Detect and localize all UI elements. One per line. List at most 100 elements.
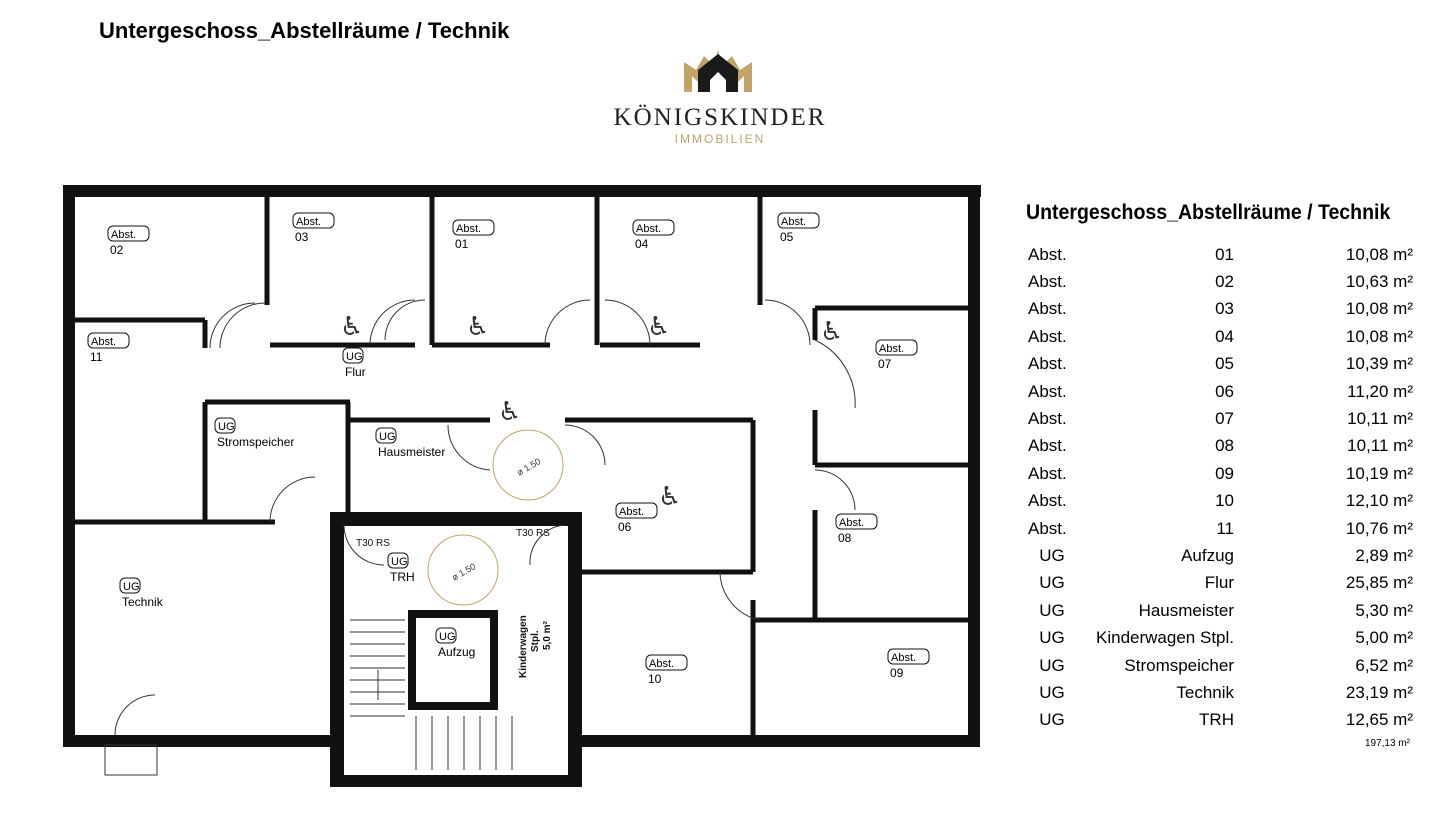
outer-walls bbox=[63, 185, 981, 747]
room-label: Abst.05 bbox=[777, 212, 820, 244]
wheelchair-icon: ♿ bbox=[658, 482, 681, 512]
room-name: 02 bbox=[110, 243, 124, 257]
room-type: UG bbox=[1039, 600, 1065, 620]
room-type: Abst. bbox=[1028, 381, 1067, 401]
room-number: 08 bbox=[1215, 436, 1234, 456]
room-tag-box bbox=[387, 552, 409, 569]
room-area: 25,85 m² bbox=[1345, 573, 1413, 593]
room-number: 11 bbox=[1216, 518, 1234, 538]
room-tag-box bbox=[777, 212, 820, 229]
room-name: 10 bbox=[648, 672, 662, 686]
room-label: Abst.02 bbox=[107, 225, 150, 257]
room-type: UG bbox=[1039, 628, 1065, 648]
wheelchair-icon: ♿ bbox=[820, 317, 843, 347]
room-type: UG bbox=[1039, 710, 1065, 730]
room-type: Abst. bbox=[1028, 518, 1067, 538]
room-area: 10,11 m² bbox=[1347, 436, 1413, 456]
table-row: Abst. 11 10,76 m² bbox=[1028, 515, 1413, 542]
room-name: 11 bbox=[90, 350, 103, 364]
room-label: Abst. 09 bbox=[887, 648, 930, 680]
room-number: Kinderwagen Stpl. bbox=[1096, 628, 1234, 648]
room-area: 11,20 m² bbox=[1347, 381, 1413, 401]
wheelchair-icon: ♿ bbox=[466, 312, 489, 342]
room-area: 5,30 m² bbox=[1355, 600, 1413, 620]
room-name: 07 bbox=[878, 357, 892, 371]
room-label: Abst. 10 bbox=[645, 654, 688, 686]
room-type: UG bbox=[1039, 682, 1065, 702]
room-tag-box bbox=[835, 513, 878, 530]
room-area: 10,08 m² bbox=[1345, 244, 1413, 264]
room-type: Abst. bbox=[1028, 354, 1067, 374]
room-name: Flur bbox=[345, 365, 366, 379]
table-row: Abst. 01 10,08 m² bbox=[1028, 241, 1413, 268]
room-name: Hausmeister bbox=[378, 445, 445, 459]
room-tag: Abst. bbox=[636, 223, 661, 235]
room-tag-box bbox=[452, 219, 495, 236]
logo-name: KÖNIGSKINDER bbox=[613, 104, 827, 131]
room-tag: Abst. bbox=[649, 658, 674, 670]
room-name: 01 bbox=[455, 237, 469, 251]
room-number: 01 bbox=[1215, 244, 1234, 264]
room-tag: UG bbox=[123, 581, 140, 593]
room-area: 23,19 m² bbox=[1345, 682, 1413, 702]
room-area: 10,08 m² bbox=[1345, 326, 1413, 346]
room-area: 10,39 m² bbox=[1345, 354, 1413, 374]
total-area: 197,13 m² bbox=[1364, 738, 1410, 749]
room-number: 06 bbox=[1215, 381, 1234, 401]
room-tag-box bbox=[887, 648, 930, 665]
room-tag-box bbox=[214, 417, 236, 434]
room-type: Abst. bbox=[1028, 463, 1067, 483]
turn-circle-label: ø 1.50 bbox=[515, 456, 542, 477]
room-label: Abst.03 bbox=[292, 212, 335, 244]
room-name: 04 bbox=[635, 237, 649, 251]
room-tag: UG bbox=[439, 631, 456, 643]
floor-plan: ♿ ♿ ♿ ♿ ♿ ♿ Abst.02Abst.03Abst.01Abst.04… bbox=[63, 185, 981, 787]
page-title: Untergeschoss_Abstellräume / Technik bbox=[99, 18, 510, 43]
room-type: Abst. bbox=[1028, 244, 1067, 264]
room-number: 03 bbox=[1215, 299, 1234, 319]
room-tag-box bbox=[375, 427, 397, 444]
room-number: Aufzug bbox=[1181, 545, 1234, 565]
room-name: 08 bbox=[838, 531, 852, 545]
room-tag-box bbox=[632, 219, 675, 236]
room-tag: Abst. bbox=[879, 343, 904, 355]
room-name: 05 bbox=[780, 230, 794, 244]
kinderwagen-line: Stpl. bbox=[530, 630, 541, 652]
wheelchair-icons: ♿ ♿ ♿ ♿ ♿ ♿ bbox=[340, 312, 843, 512]
room-tag: UG bbox=[346, 351, 363, 363]
room-name: 09 bbox=[890, 666, 904, 680]
interior-walls bbox=[75, 197, 968, 735]
room-area: 10,08 m² bbox=[1345, 299, 1413, 319]
entrance-step bbox=[104, 744, 158, 776]
room-area: 12,10 m² bbox=[1345, 491, 1413, 511]
room-number: 07 bbox=[1215, 409, 1234, 429]
door-note: T30 RS bbox=[516, 528, 550, 539]
room-tag: Abst. bbox=[839, 517, 864, 529]
room-tag: Abst. bbox=[456, 223, 481, 235]
room-label: Abst. 07 bbox=[875, 339, 918, 371]
room-tag: Abst. bbox=[891, 652, 916, 664]
room-name: TRH bbox=[390, 570, 415, 584]
turn-circle-label: ø 1.50 bbox=[450, 561, 477, 582]
room-name: Stromspeicher bbox=[217, 435, 294, 449]
room-tag-box bbox=[119, 577, 141, 594]
room-label: UG Flur bbox=[342, 347, 366, 379]
room-tag-box bbox=[342, 347, 364, 364]
room-tag-box bbox=[645, 654, 688, 671]
room-type: Abst. bbox=[1028, 272, 1067, 292]
room-tag-box bbox=[435, 627, 457, 644]
wheelchair-icon: ♿ bbox=[498, 397, 521, 427]
room-area: 10,76 m² bbox=[1345, 518, 1413, 538]
room-number: Flur bbox=[1204, 573, 1234, 593]
room-name: 03 bbox=[295, 230, 309, 244]
